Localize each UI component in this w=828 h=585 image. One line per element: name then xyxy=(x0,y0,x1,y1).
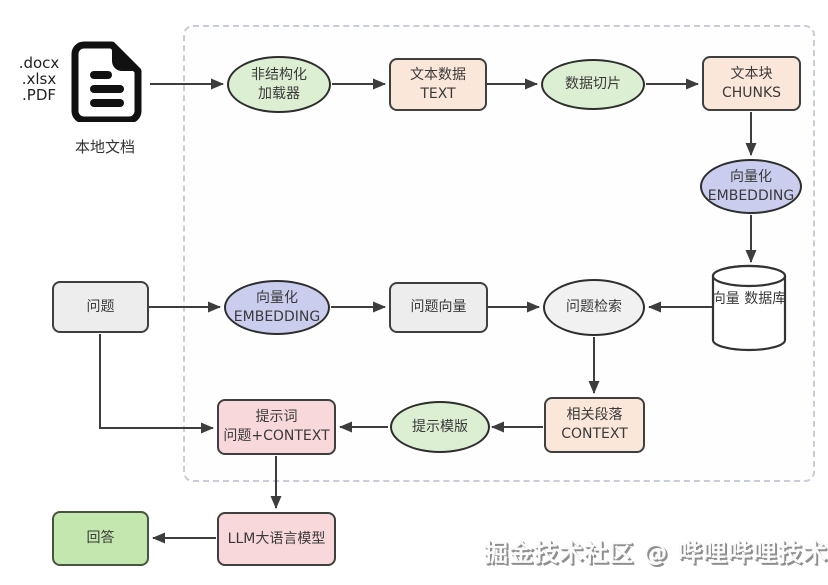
node-embedding-doc: 向量化 EMBEDDING xyxy=(700,159,802,214)
node-data-slicer: 数据切片 xyxy=(541,59,645,110)
node-label-line: 提示模版 xyxy=(412,418,468,435)
node-question: 问题 xyxy=(52,281,149,333)
format-pdf: .PDF xyxy=(22,86,56,104)
node-prompt: 提示词 问题+CONTEXT xyxy=(217,399,336,455)
node-label-line: 文本数据 xyxy=(410,66,466,83)
node-label-line: EMBEDDING xyxy=(707,187,795,204)
node-label-line: EMBEDDING xyxy=(233,308,321,325)
node-label-line: 文本块 xyxy=(730,65,773,82)
node-label-line: 相关段落 xyxy=(566,407,623,424)
watermark: 掘金技术社区 @ 哔哩哔哩技术 xyxy=(484,539,828,567)
node-label-line: TEXT xyxy=(420,85,456,102)
database-cylinder-icon xyxy=(711,264,787,352)
node-label-line: 提示词 xyxy=(255,409,298,426)
node-label-line: CHUNKS xyxy=(721,84,782,101)
local-doc-label: 本地文档 xyxy=(74,138,135,156)
format-xlsx: .xlsx xyxy=(21,70,57,88)
node-label-line: 问题向量 xyxy=(410,299,467,316)
node-prompt-template: 提示模版 xyxy=(390,401,490,453)
node-text-data: 文本数据 TEXT xyxy=(389,58,487,111)
node-label-line: 向量化 xyxy=(730,168,772,185)
node-label-line: CONTEXT xyxy=(561,426,628,442)
node-label-line: 问题检索 xyxy=(566,299,622,316)
node-label-line: 非结构化 xyxy=(251,66,307,83)
vector-db-label: 向量 数据库 xyxy=(711,290,787,310)
node-question-vector: 问题向量 xyxy=(389,282,488,333)
document-icon xyxy=(71,41,142,122)
node-answer: 回答 xyxy=(52,511,149,566)
node-vector-db: 向量 数据库 xyxy=(711,264,787,352)
node-llm: LLM大语言模型 xyxy=(217,512,336,566)
node-label-line: 回答 xyxy=(86,530,115,547)
node-label-line: LLM大语言模型 xyxy=(227,530,326,547)
node-label-line: 数据切片 xyxy=(565,76,621,93)
node-label-line: 数据库 xyxy=(744,291,787,307)
node-label-line: 向量 xyxy=(711,291,740,307)
file-formats: .docx .xlsx .PDF xyxy=(12,55,66,103)
node-label-line: 向量化 xyxy=(256,289,298,306)
node-label-line: 问题+CONTEXT xyxy=(223,428,330,444)
node-related-context: 相关段落 CONTEXT xyxy=(544,397,645,453)
node-label-line: 问题 xyxy=(86,298,115,315)
node-question-search: 问题检索 xyxy=(543,279,645,336)
node-chunks: 文本块 CHUNKS xyxy=(702,56,801,111)
format-docx: .docx xyxy=(18,54,60,72)
node-unstructured-loader: 非结构化 加载器 xyxy=(227,56,331,113)
node-label-line: 加载器 xyxy=(258,85,300,102)
node-embedding-question: 向量化 EMBEDDING xyxy=(224,280,330,335)
